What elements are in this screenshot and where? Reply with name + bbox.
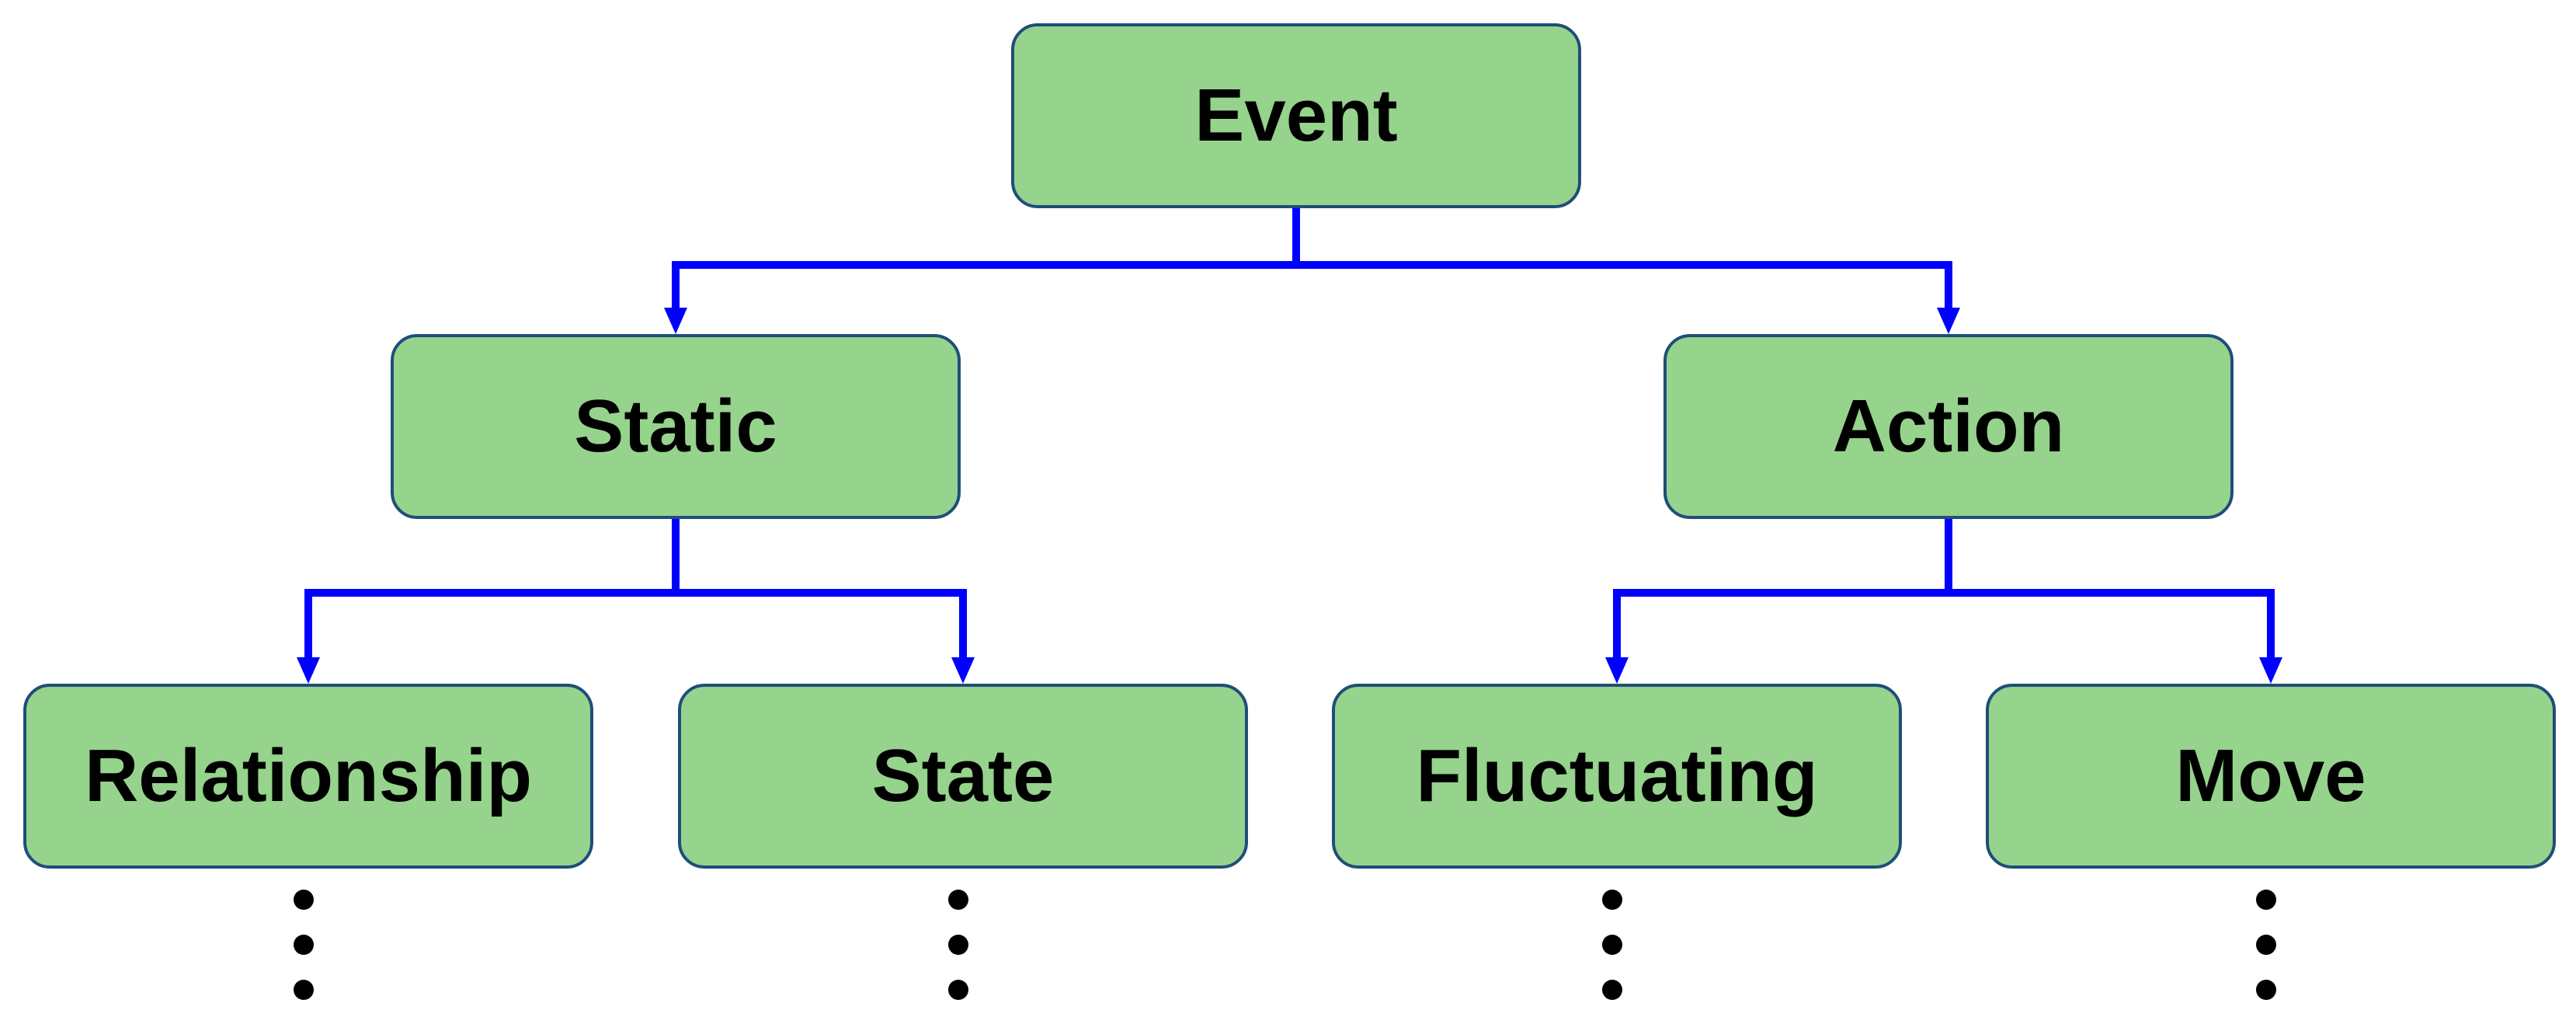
- node-fluctuating: Fluctuating: [1332, 684, 1902, 869]
- ellipsis-dot-fluctuating: [1602, 980, 1622, 1000]
- ellipsis-dot-fluctuating: [1602, 935, 1622, 955]
- ellipsis-dot-move: [2256, 935, 2276, 955]
- node-state-label: State: [871, 734, 1055, 817]
- ellipsis-dot-move: [2256, 980, 2276, 1000]
- node-action-label: Action: [1832, 385, 2065, 468]
- ellipsis-dot-move: [2256, 890, 2276, 910]
- arrowhead-state: [951, 657, 975, 684]
- node-static-label: Static: [574, 385, 777, 468]
- ellipsis-dot-fluctuating: [1602, 890, 1622, 910]
- node-relationship-label: Relationship: [84, 734, 533, 817]
- ellipsis-dot-state: [948, 890, 968, 910]
- ellipsis-dot-state: [948, 980, 968, 1000]
- node-fluctuating-label: Fluctuating: [1416, 734, 1818, 817]
- node-action: Action: [1663, 334, 2234, 519]
- node-event-label: Event: [1194, 74, 1398, 157]
- node-static: Static: [391, 334, 961, 519]
- node-move: Move: [1986, 684, 2556, 869]
- arrowhead-fluctuating: [1605, 657, 1629, 684]
- node-event: Event: [1011, 23, 1581, 208]
- arrowhead-action: [1937, 308, 1960, 334]
- ellipsis-dot-relationship: [294, 935, 314, 955]
- ellipsis-dot-state: [948, 935, 968, 955]
- arrowhead-relationship: [297, 657, 320, 684]
- arrowhead-static: [664, 308, 687, 334]
- arrowhead-move: [2259, 657, 2282, 684]
- node-move-label: Move: [2175, 734, 2366, 817]
- ellipsis-dot-relationship: [294, 890, 314, 910]
- node-relationship: Relationship: [23, 684, 593, 869]
- ellipsis-dot-relationship: [294, 980, 314, 1000]
- node-state: State: [678, 684, 1248, 869]
